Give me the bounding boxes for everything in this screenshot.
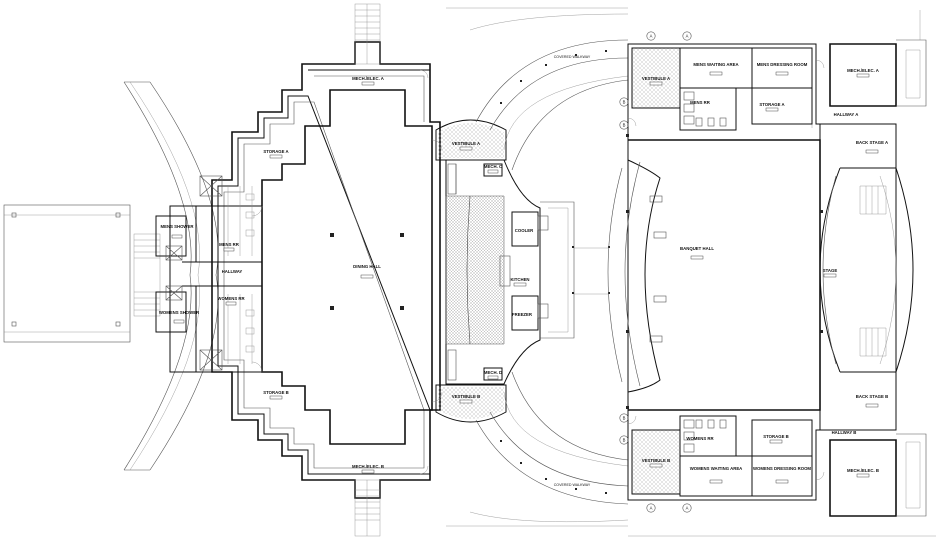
room-labels: MECH./ELEC. A STORAGE A MENS SHOWER MENS… bbox=[159, 55, 888, 487]
label-covered-walkway-bottom: COVERED WALKWAY bbox=[554, 483, 591, 487]
label-covered-walkway-top: COVERED WALKWAY bbox=[554, 55, 591, 59]
svg-text:A: A bbox=[650, 506, 653, 511]
label-freezer: FREEZER bbox=[512, 312, 533, 317]
label-womens-shower: WOMENS SHOWER bbox=[159, 310, 200, 315]
label-hallway-b: HALLWAY B bbox=[832, 430, 857, 435]
svg-text:A: A bbox=[650, 34, 653, 39]
label-mech-elec-a-left: MECH./ELEC. A bbox=[352, 76, 384, 81]
label-mens-rr-right: MENS RR bbox=[690, 100, 711, 105]
label-mens-dressing-room: MENS DRESSING ROOM bbox=[757, 62, 808, 67]
west-canopy bbox=[3, 204, 161, 343]
label-vestibule-a-right: VESTIBULE A bbox=[642, 76, 670, 81]
label-back-stage-a: BACK STAGE A bbox=[856, 140, 888, 145]
label-vestibule-b-left: VESTIBULE B bbox=[452, 394, 480, 399]
label-mech-d: MECH. D bbox=[484, 370, 502, 375]
dining-wing bbox=[155, 3, 441, 537]
grid-marker-b3: B bbox=[619, 413, 629, 423]
label-vestibule-a-left: VESTIBULE A bbox=[452, 141, 480, 146]
banquet-wing bbox=[607, 10, 936, 537]
label-storage-a-left: STORAGE A bbox=[263, 149, 288, 154]
label-dining-hall: DINING HALL bbox=[353, 264, 381, 269]
grid-marker-b4: B bbox=[619, 435, 629, 445]
svg-text:B: B bbox=[623, 416, 626, 421]
label-hallway: HALLWAY bbox=[222, 269, 243, 274]
label-mens-shower: MENS SHOWER bbox=[161, 224, 195, 229]
label-storage-a-right: STORAGE A bbox=[759, 102, 784, 107]
svg-text:A: A bbox=[686, 34, 689, 39]
label-womens-dressing-room: WOMENS DRESSING ROOM bbox=[753, 466, 811, 471]
grid-marker-a2: A bbox=[682, 31, 692, 41]
label-storage-b-right: STORAGE B bbox=[763, 434, 788, 439]
label-mech-elec-a-right: MECH./ELEC. A bbox=[847, 68, 879, 73]
curved-canopy bbox=[123, 81, 219, 471]
grid-marker-b2: B bbox=[619, 120, 629, 130]
svg-text:A: A bbox=[686, 506, 689, 511]
grid-marker-a1: A bbox=[646, 31, 656, 41]
label-stage: STAGE bbox=[823, 268, 838, 273]
grid-marker-b1: B bbox=[619, 97, 629, 107]
label-mech-elec-b-left: MECH./ELEC. B bbox=[352, 464, 384, 469]
label-womens-rr: WOMENS RR bbox=[217, 296, 245, 301]
label-cooler: COOLER bbox=[515, 228, 534, 233]
svg-text:B: B bbox=[623, 438, 626, 443]
label-womens-rr-right: WOMENS RR bbox=[686, 436, 714, 441]
label-hallway-a: HALLWAY A bbox=[834, 112, 859, 117]
label-mens-rr: MENS RR bbox=[219, 242, 240, 247]
svg-text:B: B bbox=[623, 123, 626, 128]
svg-text:B: B bbox=[623, 100, 626, 105]
door-swings bbox=[251, 59, 825, 481]
label-mech-elec-b-right: MECH./ELEC. B bbox=[847, 468, 879, 473]
grid-marker-a3: A bbox=[646, 503, 656, 513]
grid-marker-a4: A bbox=[682, 503, 692, 513]
label-mech-c: MECH. C bbox=[484, 164, 502, 169]
label-womens-waiting-area: WOMENS WAITING AREA bbox=[690, 466, 743, 471]
label-mens-waiting-area: MENS WAITING AREA bbox=[693, 62, 738, 67]
kitchen-block bbox=[435, 119, 575, 423]
grid-markers: A A A A B B B B bbox=[619, 31, 692, 513]
label-storage-b-left: STORAGE B bbox=[263, 390, 288, 395]
label-kitchen: KITCHEN bbox=[510, 277, 529, 282]
label-banquet-hall: BANQUET HALL bbox=[680, 246, 714, 251]
label-vestibule-b-right: VESTIBULE B bbox=[642, 458, 670, 463]
label-back-stage-b: BACK STAGE B bbox=[856, 394, 888, 399]
